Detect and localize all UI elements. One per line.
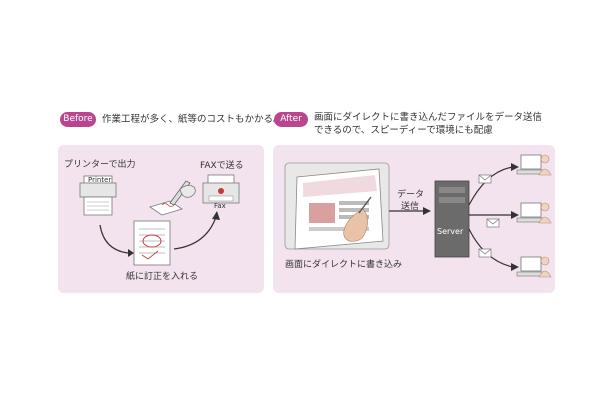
hand-writing-icon <box>149 180 196 216</box>
paper-correct-label: 紙に訂正を入れる <box>126 272 199 282</box>
after-panel: データ 送信 Server 画面にダイレクトに書き込み <box>273 145 555 293</box>
after-illustration <box>284 154 552 278</box>
pc-user-icon <box>516 202 552 224</box>
after-caption-line1: 画面にダイレクトに書き込んだファイルをデータ送信 <box>314 112 543 123</box>
data-send-label-line1: データ <box>397 190 425 200</box>
arrow-to-pc-top <box>468 166 514 206</box>
mail-icon <box>478 174 492 184</box>
before-badge: Before <box>60 112 96 127</box>
mail-icon <box>478 248 492 258</box>
arrowhead <box>128 249 134 257</box>
printer-device-label: Printer <box>88 176 112 184</box>
pc-user-icon <box>516 256 552 278</box>
mail-icon <box>486 218 500 228</box>
server-tower <box>434 180 470 258</box>
fax-device-label: Fax <box>214 202 226 210</box>
arrowhead <box>511 263 519 271</box>
arrowhead <box>423 207 431 215</box>
arrowhead <box>212 211 220 220</box>
server-label: Server <box>437 227 464 236</box>
printer-icon <box>79 175 117 216</box>
printer-output-label: プリンターで出力 <box>64 160 136 170</box>
arrowhead <box>511 211 519 219</box>
before-illustration <box>79 174 240 266</box>
screen-write-label: 画面にダイレクトに書き込み <box>285 260 403 270</box>
data-send-label-line2: 送信 <box>401 202 420 212</box>
arrow-printer-to-paper <box>99 224 129 254</box>
after-caption-line2: できるので、スピーディーで環境にも配慮 <box>314 125 493 136</box>
arrowhead <box>511 163 519 171</box>
before-panel: プリンターで出力 Printer FAXで送る Fax 紙に訂正を入れる <box>58 145 264 293</box>
fax-send-label: FAXで送る <box>200 161 244 171</box>
after-badge: After <box>274 112 308 127</box>
corrected-paper-icon <box>133 220 171 266</box>
fax-machine-icon <box>202 174 240 204</box>
pc-user-icon <box>516 154 552 176</box>
pen-display-tablet <box>284 162 390 250</box>
before-caption: 作業工程が多く、紙等のコストもかかる。 <box>102 114 283 125</box>
arrow-to-pc-bottom <box>468 228 514 268</box>
arrow-paper-to-fax <box>173 216 217 250</box>
